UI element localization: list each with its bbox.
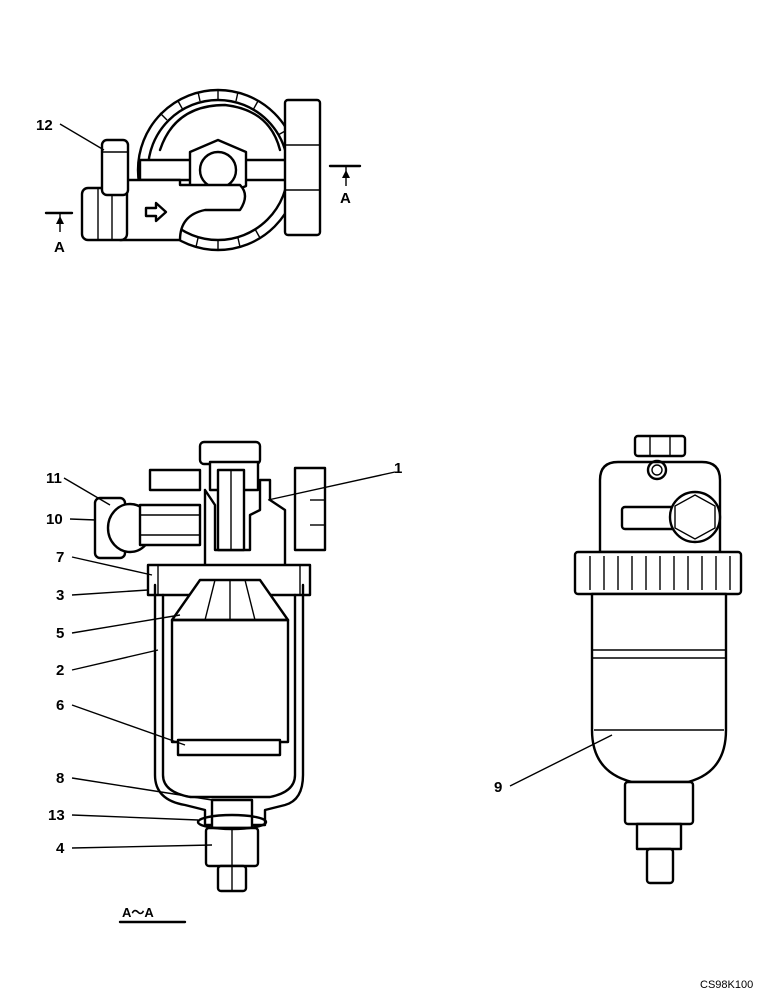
callout-7: 7: [56, 549, 64, 566]
callout-1: 1: [394, 460, 402, 477]
callout-5: 5: [56, 625, 64, 642]
section-mark-right: A: [340, 190, 351, 207]
callout-6: 6: [56, 697, 64, 714]
section-title: A～A: [122, 905, 154, 920]
callout-13: 13: [48, 807, 65, 824]
callout-11: 11: [46, 470, 62, 487]
drawing-code: CS98K100: [700, 979, 753, 991]
section-view: A～A: [93, 440, 327, 924]
callout-labels: 12 A A 1 11 10 7 3 5 2 6 8 13 4 9: [36, 117, 502, 857]
top-view: [44, 88, 362, 252]
callout-3: 3: [56, 587, 64, 604]
callout-10: 10: [46, 511, 63, 528]
callout-8: 8: [56, 770, 64, 787]
callout-4: 4: [56, 840, 65, 857]
leader-lines: [63, 471, 396, 849]
flow-direction-arrow-icon: [144, 201, 168, 223]
exterior-view: [509, 434, 743, 885]
callout-9: 9: [494, 779, 502, 796]
callout-12: 12: [36, 117, 53, 134]
section-mark-left: A: [54, 239, 65, 256]
callout-2: 2: [56, 662, 64, 679]
